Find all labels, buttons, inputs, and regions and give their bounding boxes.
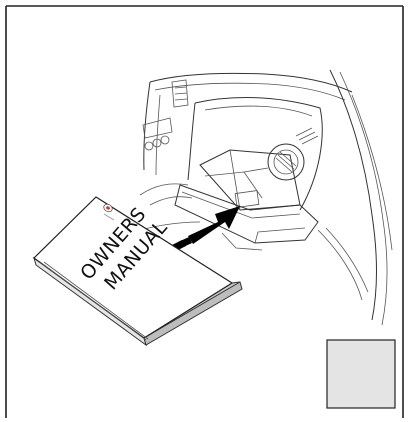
arrow-right-icon xyxy=(168,206,240,253)
color-swatch-box xyxy=(327,340,395,408)
